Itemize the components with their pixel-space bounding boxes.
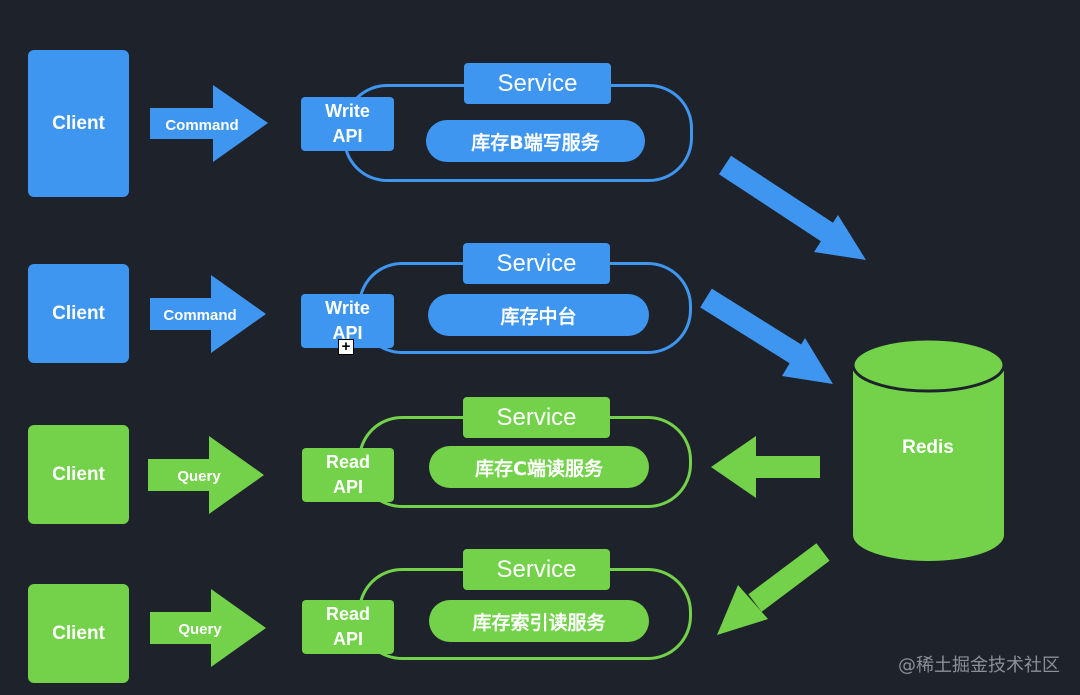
watermark: @稀土掘金技术社区 — [898, 655, 1060, 676]
service-label-4: Service — [463, 549, 610, 590]
redis-label: Redis — [902, 437, 954, 458]
service-label-2: Service — [463, 243, 610, 284]
service-label-3: Service — [463, 397, 610, 438]
service-to-redis-arrow-1 — [718, 155, 866, 260]
client-box-1: Client — [28, 50, 129, 197]
command-arrow-1 — [150, 85, 268, 162]
inventory-b-write-service: 库存B端写服务 — [426, 120, 645, 162]
query-arrow-1 — [148, 436, 264, 514]
arrow-label-4: Query — [178, 621, 222, 638]
inventory-middle-platform: 库存中台 — [428, 294, 649, 336]
redis-to-service-arrow-1 — [711, 436, 820, 498]
redis-to-service-arrow-2 — [717, 543, 830, 635]
arrow-label-3: Query — [177, 468, 221, 485]
client-box-4: Client — [28, 584, 129, 683]
read-api-1: Read API — [302, 448, 394, 502]
client-box-3: Client — [28, 425, 129, 524]
read-api-2: Read API — [302, 600, 394, 654]
query-arrow-2 — [150, 589, 266, 667]
client-box-2: Client — [28, 264, 129, 363]
inventory-c-read-service: 库存C端读服务 — [429, 446, 649, 488]
arrow-label-2: Command — [163, 307, 236, 324]
command-arrow-2 — [150, 275, 266, 353]
inventory-index-read-service: 库存索引读服务 — [429, 600, 649, 642]
service-to-redis-arrow-2 — [700, 288, 833, 384]
write-api-1: Write API — [301, 97, 394, 151]
redis-cylinder — [851, 337, 1006, 561]
service-label-1: Service — [464, 63, 611, 104]
crosshair-plus-icon: + — [338, 339, 354, 355]
arrow-label-1: Command — [165, 117, 238, 134]
